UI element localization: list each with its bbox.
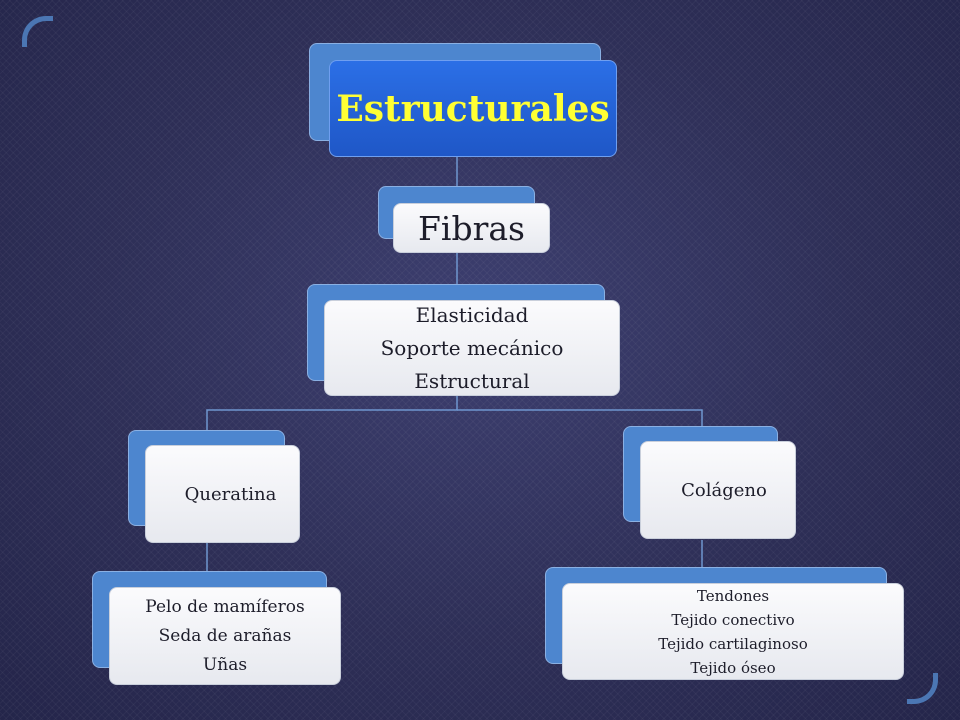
property-elasticidad: Elasticidad (415, 302, 529, 327)
list-item: Tejido óseo (690, 658, 776, 677)
list-item: Pelo de mamíferos (145, 596, 305, 617)
fibras-label: Fibras (418, 208, 525, 248)
list-item: Uñas (202, 654, 248, 675)
queratina-node: Queratina (145, 445, 300, 543)
connector-props-colageno (457, 409, 703, 426)
queratina-list: Pelo de mamíferos Seda de arañas Uñas (109, 587, 341, 685)
queratina-label: Queratina (184, 483, 277, 505)
root-label: Estructurales (336, 87, 610, 130)
colageno-list: Tendones Tejido conectivo Tejido cartila… (562, 583, 904, 680)
property-estructural: Estructural (414, 368, 530, 393)
list-item: Tejido cartilaginoso (658, 634, 808, 653)
connector-props-branches (206, 396, 458, 430)
property-soporte-mecanico: Soporte mecánico (380, 335, 564, 360)
colageno-node: Colágeno (640, 441, 796, 539)
colageno-label: Colágeno (681, 479, 767, 501)
root-node: Estructurales (329, 60, 617, 157)
corner-bracket-top-left (22, 16, 53, 47)
properties-node: Elasticidad Soporte mecánico Estructural (324, 300, 620, 396)
list-item: Tejido conectivo (671, 610, 795, 629)
list-item: Seda de arañas (158, 625, 292, 646)
corner-bracket-bottom-right (907, 673, 938, 704)
list-item: Tendones (696, 586, 770, 605)
fibras-node: Fibras (393, 203, 550, 253)
